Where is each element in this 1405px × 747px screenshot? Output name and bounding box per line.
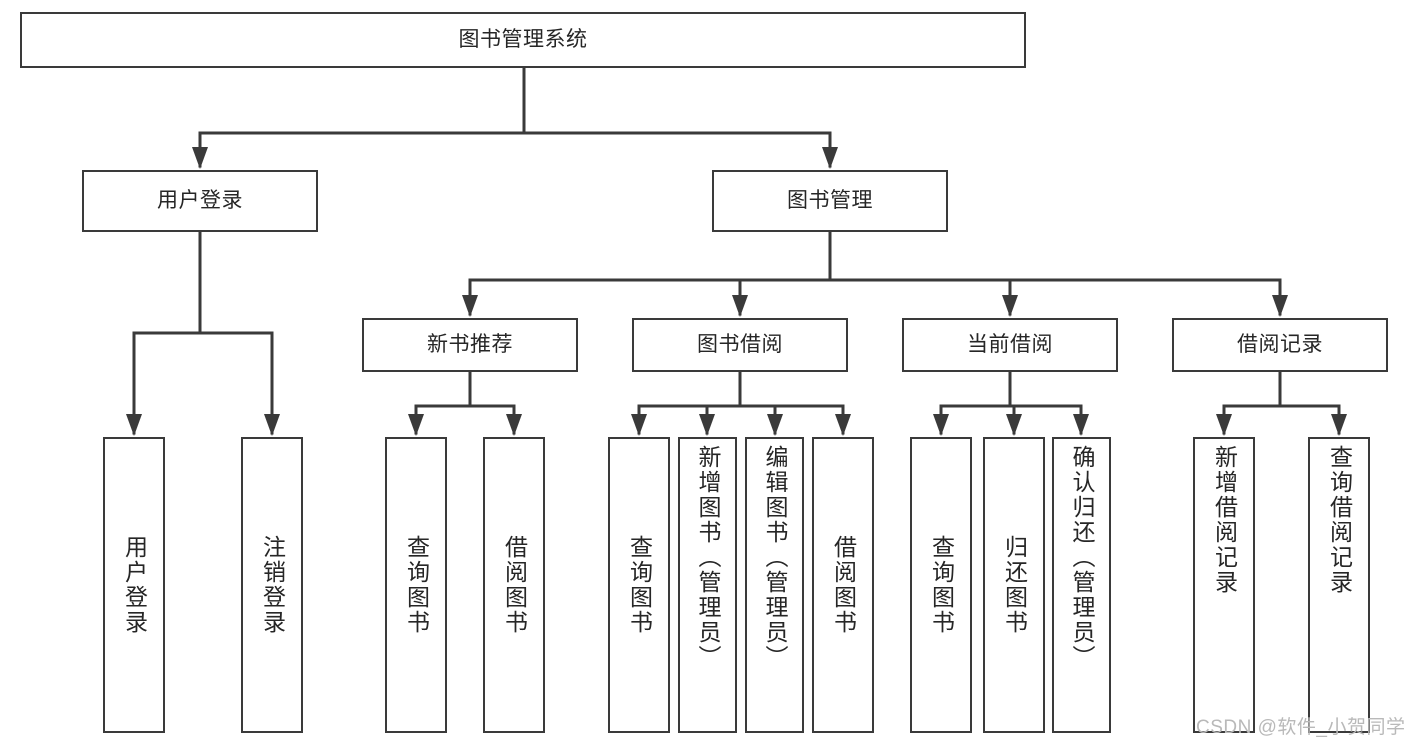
node-label: 编辑图书（管理员） bbox=[762, 445, 788, 670]
node-leaf-add-book[interactable]: 新增图书（管理员） bbox=[678, 437, 737, 733]
node-label: 归还图书 bbox=[1001, 535, 1028, 635]
book-borrow-bus-arrowhead-2 bbox=[767, 414, 783, 436]
node-label: 借阅图书 bbox=[830, 535, 857, 635]
node-label: 注销登录 bbox=[259, 535, 286, 635]
node-leaf-confirm-return[interactable]: 确认归还（管理员） bbox=[1052, 437, 1111, 733]
user-login-bus-arrowhead-0 bbox=[126, 414, 142, 436]
new-book-bus-arrowhead-1 bbox=[506, 414, 522, 436]
book-borrow-bus-arrowhead-3 bbox=[835, 414, 851, 436]
book-manage-bus-arrowhead-0 bbox=[462, 295, 478, 317]
node-label: 借阅记录 bbox=[1237, 332, 1323, 356]
book-borrow-bus-arrowhead-1 bbox=[699, 414, 715, 436]
node-label: 查询图书 bbox=[626, 535, 653, 635]
new-book-bus-arrowhead-0 bbox=[408, 414, 424, 436]
node-label: 图书管理系统 bbox=[458, 27, 588, 51]
connector-group-all bbox=[126, 66, 1347, 436]
current-borrow-bus-arrowhead-1 bbox=[1006, 414, 1022, 436]
csdn-watermark: CSDN @软件_小贺同学 bbox=[1196, 717, 1405, 738]
root-bus-arrowhead-0 bbox=[192, 147, 208, 169]
node-label: 新书推荐 bbox=[427, 332, 513, 356]
node-label: 查询图书 bbox=[928, 535, 955, 635]
node-new-book-recommend[interactable]: 新书推荐 bbox=[362, 318, 578, 372]
node-leaf-query-book-1[interactable]: 查询图书 bbox=[385, 437, 447, 733]
node-user-login[interactable]: 用户登录 bbox=[82, 170, 318, 232]
node-borrow-record[interactable]: 借阅记录 bbox=[1172, 318, 1388, 372]
current-borrow-bus-arrowhead-2 bbox=[1073, 414, 1089, 436]
node-leaf-logout[interactable]: 注销登录 bbox=[241, 437, 303, 733]
book-borrow-bus-arrowhead-0 bbox=[631, 414, 647, 436]
node-leaf-return-book[interactable]: 归还图书 bbox=[983, 437, 1045, 733]
node-label: 图书借阅 bbox=[697, 332, 783, 356]
book-manage-bus-arrowhead-3 bbox=[1272, 295, 1288, 317]
book-manage-bus-arrowhead-2 bbox=[1002, 295, 1018, 317]
node-leaf-edit-book[interactable]: 编辑图书（管理员） bbox=[745, 437, 804, 733]
node-label: 借阅图书 bbox=[501, 535, 528, 635]
node-label: 用户登录 bbox=[157, 188, 243, 212]
borrow-record-bus-arrowhead-1 bbox=[1331, 414, 1347, 436]
node-leaf-borrow-book-1[interactable]: 借阅图书 bbox=[483, 437, 545, 733]
node-current-borrow[interactable]: 当前借阅 bbox=[902, 318, 1118, 372]
node-label: 用户登录 bbox=[121, 535, 148, 635]
node-leaf-query-record[interactable]: 查询借阅记录 bbox=[1308, 437, 1370, 733]
node-root[interactable]: 图书管理系统 bbox=[20, 12, 1026, 68]
current-borrow-bus-arrowhead-0 bbox=[933, 414, 949, 436]
node-label: 确认归还（管理员） bbox=[1069, 445, 1095, 670]
root-bus-arrowhead-1 bbox=[822, 147, 838, 169]
user-login-bus-arrowhead-1 bbox=[264, 414, 280, 436]
book-manage-bus-arrowhead-1 bbox=[732, 295, 748, 317]
node-leaf-user-login[interactable]: 用户登录 bbox=[103, 437, 165, 733]
borrow-record-bus-arrowhead-0 bbox=[1216, 414, 1232, 436]
node-label: 查询借阅记录 bbox=[1326, 445, 1353, 595]
node-book-manage[interactable]: 图书管理 bbox=[712, 170, 948, 232]
node-book-borrow[interactable]: 图书借阅 bbox=[632, 318, 848, 372]
node-label: 查询图书 bbox=[403, 535, 430, 635]
node-leaf-query-book-3[interactable]: 查询图书 bbox=[910, 437, 972, 733]
node-label: 图书管理 bbox=[787, 188, 873, 212]
node-leaf-add-record[interactable]: 新增借阅记录 bbox=[1193, 437, 1255, 733]
node-label: 当前借阅 bbox=[967, 332, 1053, 356]
node-label: 新增图书（管理员） bbox=[695, 445, 721, 670]
node-label: 新增借阅记录 bbox=[1211, 445, 1238, 595]
node-leaf-query-book-2[interactable]: 查询图书 bbox=[608, 437, 670, 733]
node-leaf-borrow-book-2[interactable]: 借阅图书 bbox=[812, 437, 874, 733]
